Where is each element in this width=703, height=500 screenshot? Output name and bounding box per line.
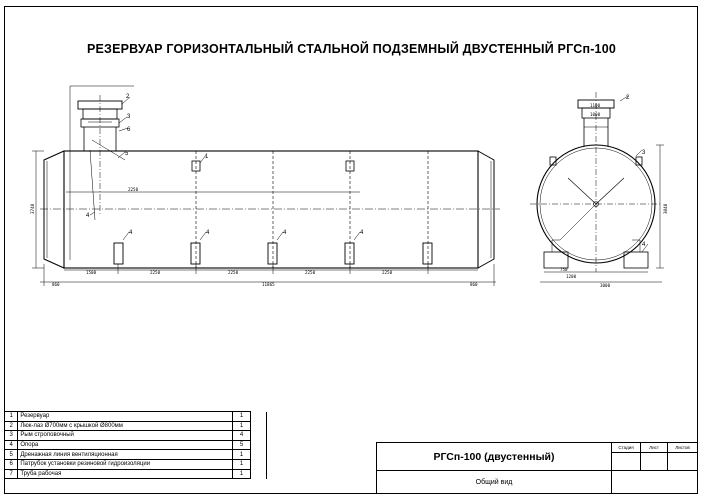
manhole xyxy=(69,85,134,260)
part-pos: 3 xyxy=(3,430,19,441)
dim-label: 860 xyxy=(470,282,478,287)
drawing-title: РЕЗЕРВУАР ГОРИЗОНТАЛЬНЫЙ СТАЛЬНОЙ ПОДЗЕМ… xyxy=(86,42,617,56)
dim-label: 860 xyxy=(52,282,60,287)
part-pos: 1 xyxy=(3,411,19,422)
part-name: Рым строповочный xyxy=(17,430,233,441)
part-pos: 7 xyxy=(3,468,19,480)
dim-label: 3040 xyxy=(663,203,668,214)
callout-label: 4 xyxy=(86,213,90,219)
part-qty: 1 xyxy=(231,468,252,480)
lifting-ring xyxy=(191,160,201,172)
part-note xyxy=(250,421,267,431)
part-note xyxy=(250,469,267,479)
support xyxy=(190,242,201,265)
part-pos: 2 xyxy=(3,420,19,432)
callout-label: 5 xyxy=(125,151,129,157)
dim-label: 2250 xyxy=(150,270,161,275)
part-name: Опора xyxy=(17,439,233,451)
part-qty: 5 xyxy=(231,439,252,451)
part-name: Патрубок установки резиновой гидроизоляц… xyxy=(17,458,233,470)
title-block: РГСп-100 (двустенный) Общий вид Стадия Л… xyxy=(376,442,698,494)
callout-label: 3 xyxy=(127,114,131,120)
part-name: Труба рабочая xyxy=(17,468,233,480)
dim-label: 1200 xyxy=(566,274,577,279)
callout-label: 4 xyxy=(129,230,133,236)
callout-label: 2 xyxy=(626,95,630,101)
supports xyxy=(113,242,433,265)
part-qty: 1 xyxy=(231,449,252,460)
part-qty: 1 xyxy=(231,420,252,432)
right-end-cap xyxy=(477,150,495,269)
callout-label: 4 xyxy=(206,230,210,236)
sheet-name: Общий вид xyxy=(376,470,612,494)
dim-label: 2250 xyxy=(228,270,239,275)
support xyxy=(344,242,355,265)
support xyxy=(422,242,433,265)
side-dimension-lines xyxy=(540,95,664,283)
dim-label: 11865 xyxy=(262,282,275,287)
part-note xyxy=(250,440,267,450)
part-name: Резервуар xyxy=(17,411,233,422)
drawing-frame xyxy=(4,6,698,494)
dim-label: 3740 xyxy=(30,203,35,214)
side-support xyxy=(543,251,569,269)
support xyxy=(113,242,124,265)
callout-label: 3 xyxy=(642,150,646,156)
dim-label: 1000 xyxy=(590,112,601,117)
part-pos: 4 xyxy=(3,439,19,451)
callout-label: 4 xyxy=(642,242,646,248)
part-pos: 5 xyxy=(3,449,19,460)
support xyxy=(267,242,278,265)
left-end-cap xyxy=(43,150,65,269)
dim-label: 1100 xyxy=(590,103,601,108)
side-support xyxy=(623,251,649,269)
part-note xyxy=(250,459,267,470)
callout-label: 2 xyxy=(126,94,130,100)
part-note xyxy=(250,449,267,460)
part-note xyxy=(250,430,267,441)
axis-dim-label: 2250 xyxy=(128,187,139,192)
part-qty: 1 xyxy=(231,458,252,470)
part-qty: 1 xyxy=(231,411,252,422)
front-dimension-lines xyxy=(32,150,496,286)
dim-label: 2250 xyxy=(382,270,393,275)
part-qty: 4 xyxy=(231,430,252,441)
designation: РГСп-100 (двустенный) xyxy=(376,442,612,471)
section-lines xyxy=(195,151,429,268)
part-name: Люк-лаз Ø700мм с крышкой Ø800мм xyxy=(17,420,233,432)
callout-label: 4 xyxy=(360,230,364,236)
tank-shell xyxy=(63,150,479,269)
side-view: 750 1200 3000 1100 1000 3040 2 3 4 xyxy=(530,92,668,288)
dim-label: 1500 xyxy=(86,270,97,275)
dim-label: 2250 xyxy=(305,270,316,275)
part-name: Дренажная линия вентиляционная xyxy=(17,449,233,460)
front-view: 2250 xyxy=(30,85,500,287)
part-pos: 6 xyxy=(3,458,19,470)
callout-label: 1 xyxy=(205,154,209,160)
front-callouts xyxy=(89,96,361,241)
callout-label: 6 xyxy=(127,127,131,133)
dim-label: 750 xyxy=(560,267,568,272)
callout-label: 4 xyxy=(283,230,287,236)
lifting-ring xyxy=(345,160,355,172)
part-note xyxy=(250,411,267,422)
dim-label: 3000 xyxy=(600,283,611,288)
